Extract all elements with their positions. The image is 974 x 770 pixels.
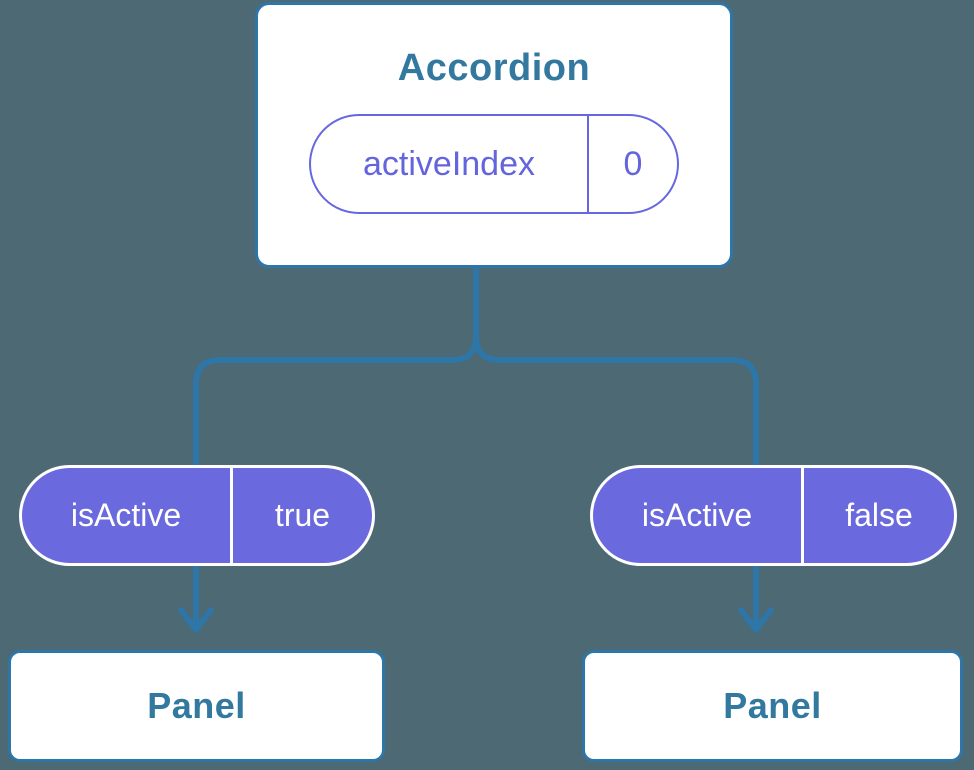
active-index-pill: activeIndex 0	[309, 114, 679, 214]
fork-connector-right	[473, 268, 759, 468]
panel-label: Panel	[147, 685, 246, 726]
panel-box-right: Panel	[582, 650, 963, 762]
accordion-card: Accordion activeIndex 0	[255, 2, 733, 268]
fork-connector-left	[193, 268, 479, 468]
prop-name-label: isActive	[641, 497, 753, 533]
is-active-pill-false: isActive false	[590, 465, 957, 566]
is-active-pill-true: isActive true	[19, 465, 375, 566]
prop-value-label: false	[801, 468, 954, 563]
panel-label: Panel	[723, 685, 822, 726]
arrow-head-right	[738, 607, 774, 633]
accordion-title: Accordion	[397, 47, 591, 89]
prop-name-label: isActive	[70, 497, 182, 533]
prop-name-label: activeIndex	[363, 144, 535, 183]
prop-value-label: 0	[587, 116, 677, 212]
arrow-head-left	[178, 607, 214, 633]
panel-box-left: Panel	[8, 650, 385, 762]
prop-value-label: true	[230, 468, 372, 563]
